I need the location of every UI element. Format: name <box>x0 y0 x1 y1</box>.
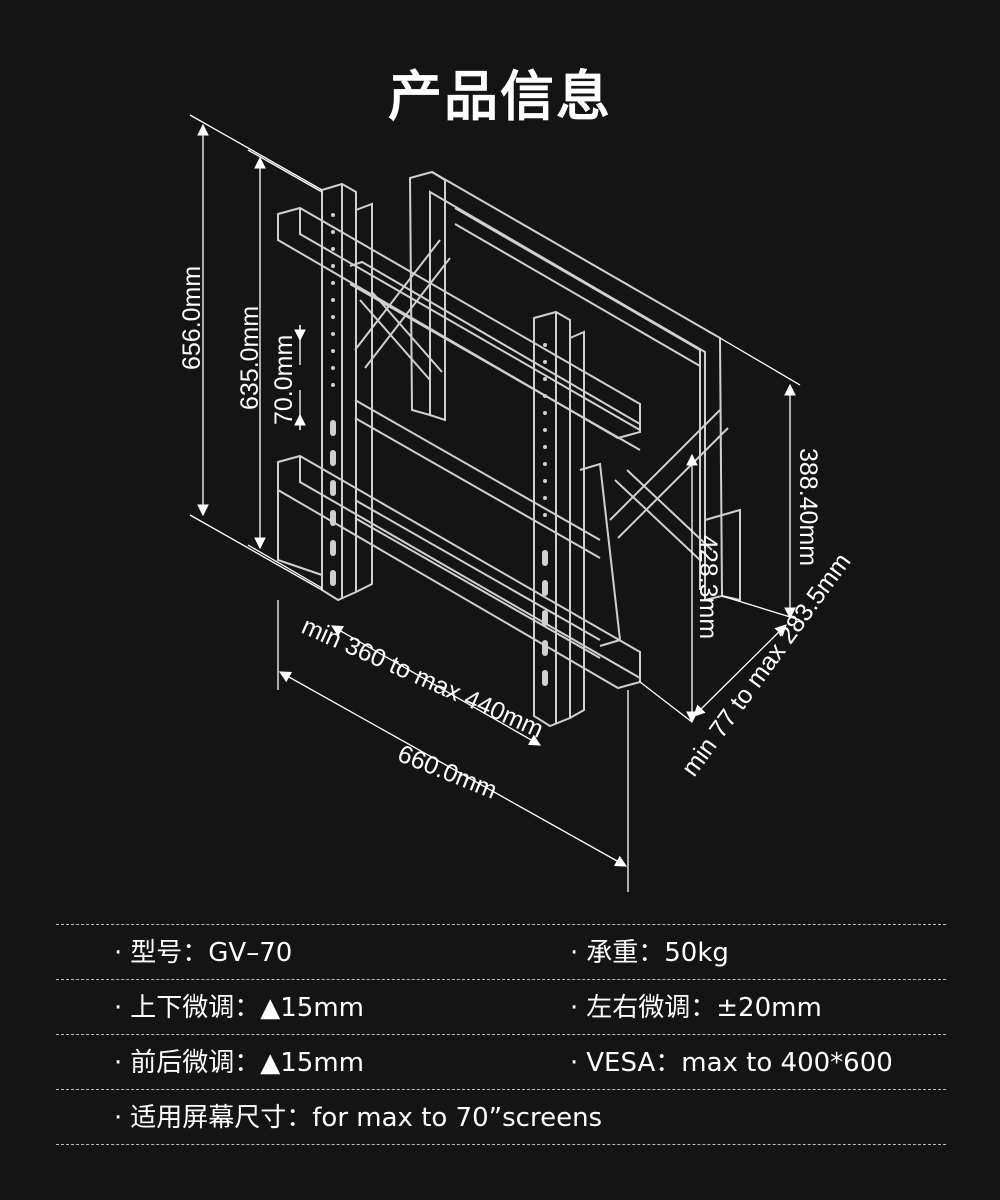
spec-table: ·型号：GV–70 ·承重：50kg ·上下微调：▲15mm ·左右微调：±20… <box>56 924 946 1145</box>
spec-load: ·承重：50kg <box>570 925 729 979</box>
back-frame <box>408 170 724 602</box>
spec-row: ·型号：GV–70 ·承重：50kg <box>56 924 946 980</box>
left-rail <box>321 182 357 602</box>
dim-height-rail: 635.0mm <box>236 306 264 410</box>
spec-vertical-adjust: ·上下微调：▲15mm <box>114 980 364 1034</box>
bullet: · <box>114 938 123 968</box>
bullet: · <box>570 938 579 968</box>
top-bar <box>277 206 641 440</box>
dimension-lines <box>189 114 801 892</box>
bullet: · <box>114 1048 123 1078</box>
spec-text: VESA：max to 400*600 <box>586 1048 893 1078</box>
spec-text: 型号：GV–70 <box>130 938 293 968</box>
spec-text: 左右微调：±20mm <box>586 993 822 1023</box>
spec-row: ·适用屏幕尺寸：for max to 70”screens <box>56 1090 946 1145</box>
wall-mount-diagram: 656.0mm 635.0mm 70.0mm min 360 to max 44… <box>178 114 856 892</box>
dim-width-total: 660.0mm <box>394 740 501 805</box>
spec-screen-size: ·适用屏幕尺寸：for max to 70”screens <box>114 1090 602 1144</box>
page-title: 产品信息 <box>388 65 612 128</box>
spec-depth-adjust: ·前后微调：▲15mm <box>114 1035 364 1089</box>
dim-height-adjust: 70.0mm <box>270 335 298 425</box>
spec-vesa: ·VESA：max to 400*600 <box>570 1035 893 1089</box>
dim-depth-right: 388.40mm <box>794 448 822 566</box>
spec-model: ·型号：GV–70 <box>114 925 292 979</box>
spec-horizontal-adjust: ·左右微调：±20mm <box>570 980 822 1034</box>
spec-text: 前后微调：▲15mm <box>130 1048 364 1078</box>
spec-row: ·前后微调：▲15mm ·VESA：max to 400*600 <box>56 1035 946 1090</box>
scissor-arm-right <box>609 409 729 561</box>
dim-width-range: min 360 to max 440mm <box>298 612 548 744</box>
scissor-arm-left <box>354 239 451 381</box>
dim-height-total: 656.0mm <box>178 266 206 370</box>
spec-text: 承重：50kg <box>586 938 729 968</box>
spec-text: 上下微调：▲15mm <box>130 993 364 1023</box>
spec-text: 适用屏幕尺寸：for max to 70”screens <box>130 1103 603 1133</box>
bullet: · <box>570 1048 579 1078</box>
spec-row: ·上下微调：▲15mm ·左右微调：±20mm <box>56 980 946 1035</box>
rail-holes <box>330 213 548 686</box>
bullet: · <box>114 1103 123 1133</box>
bullet: · <box>114 993 123 1023</box>
bullet: · <box>570 993 579 1023</box>
dim-depth-inner: 428.3mm <box>694 535 722 639</box>
